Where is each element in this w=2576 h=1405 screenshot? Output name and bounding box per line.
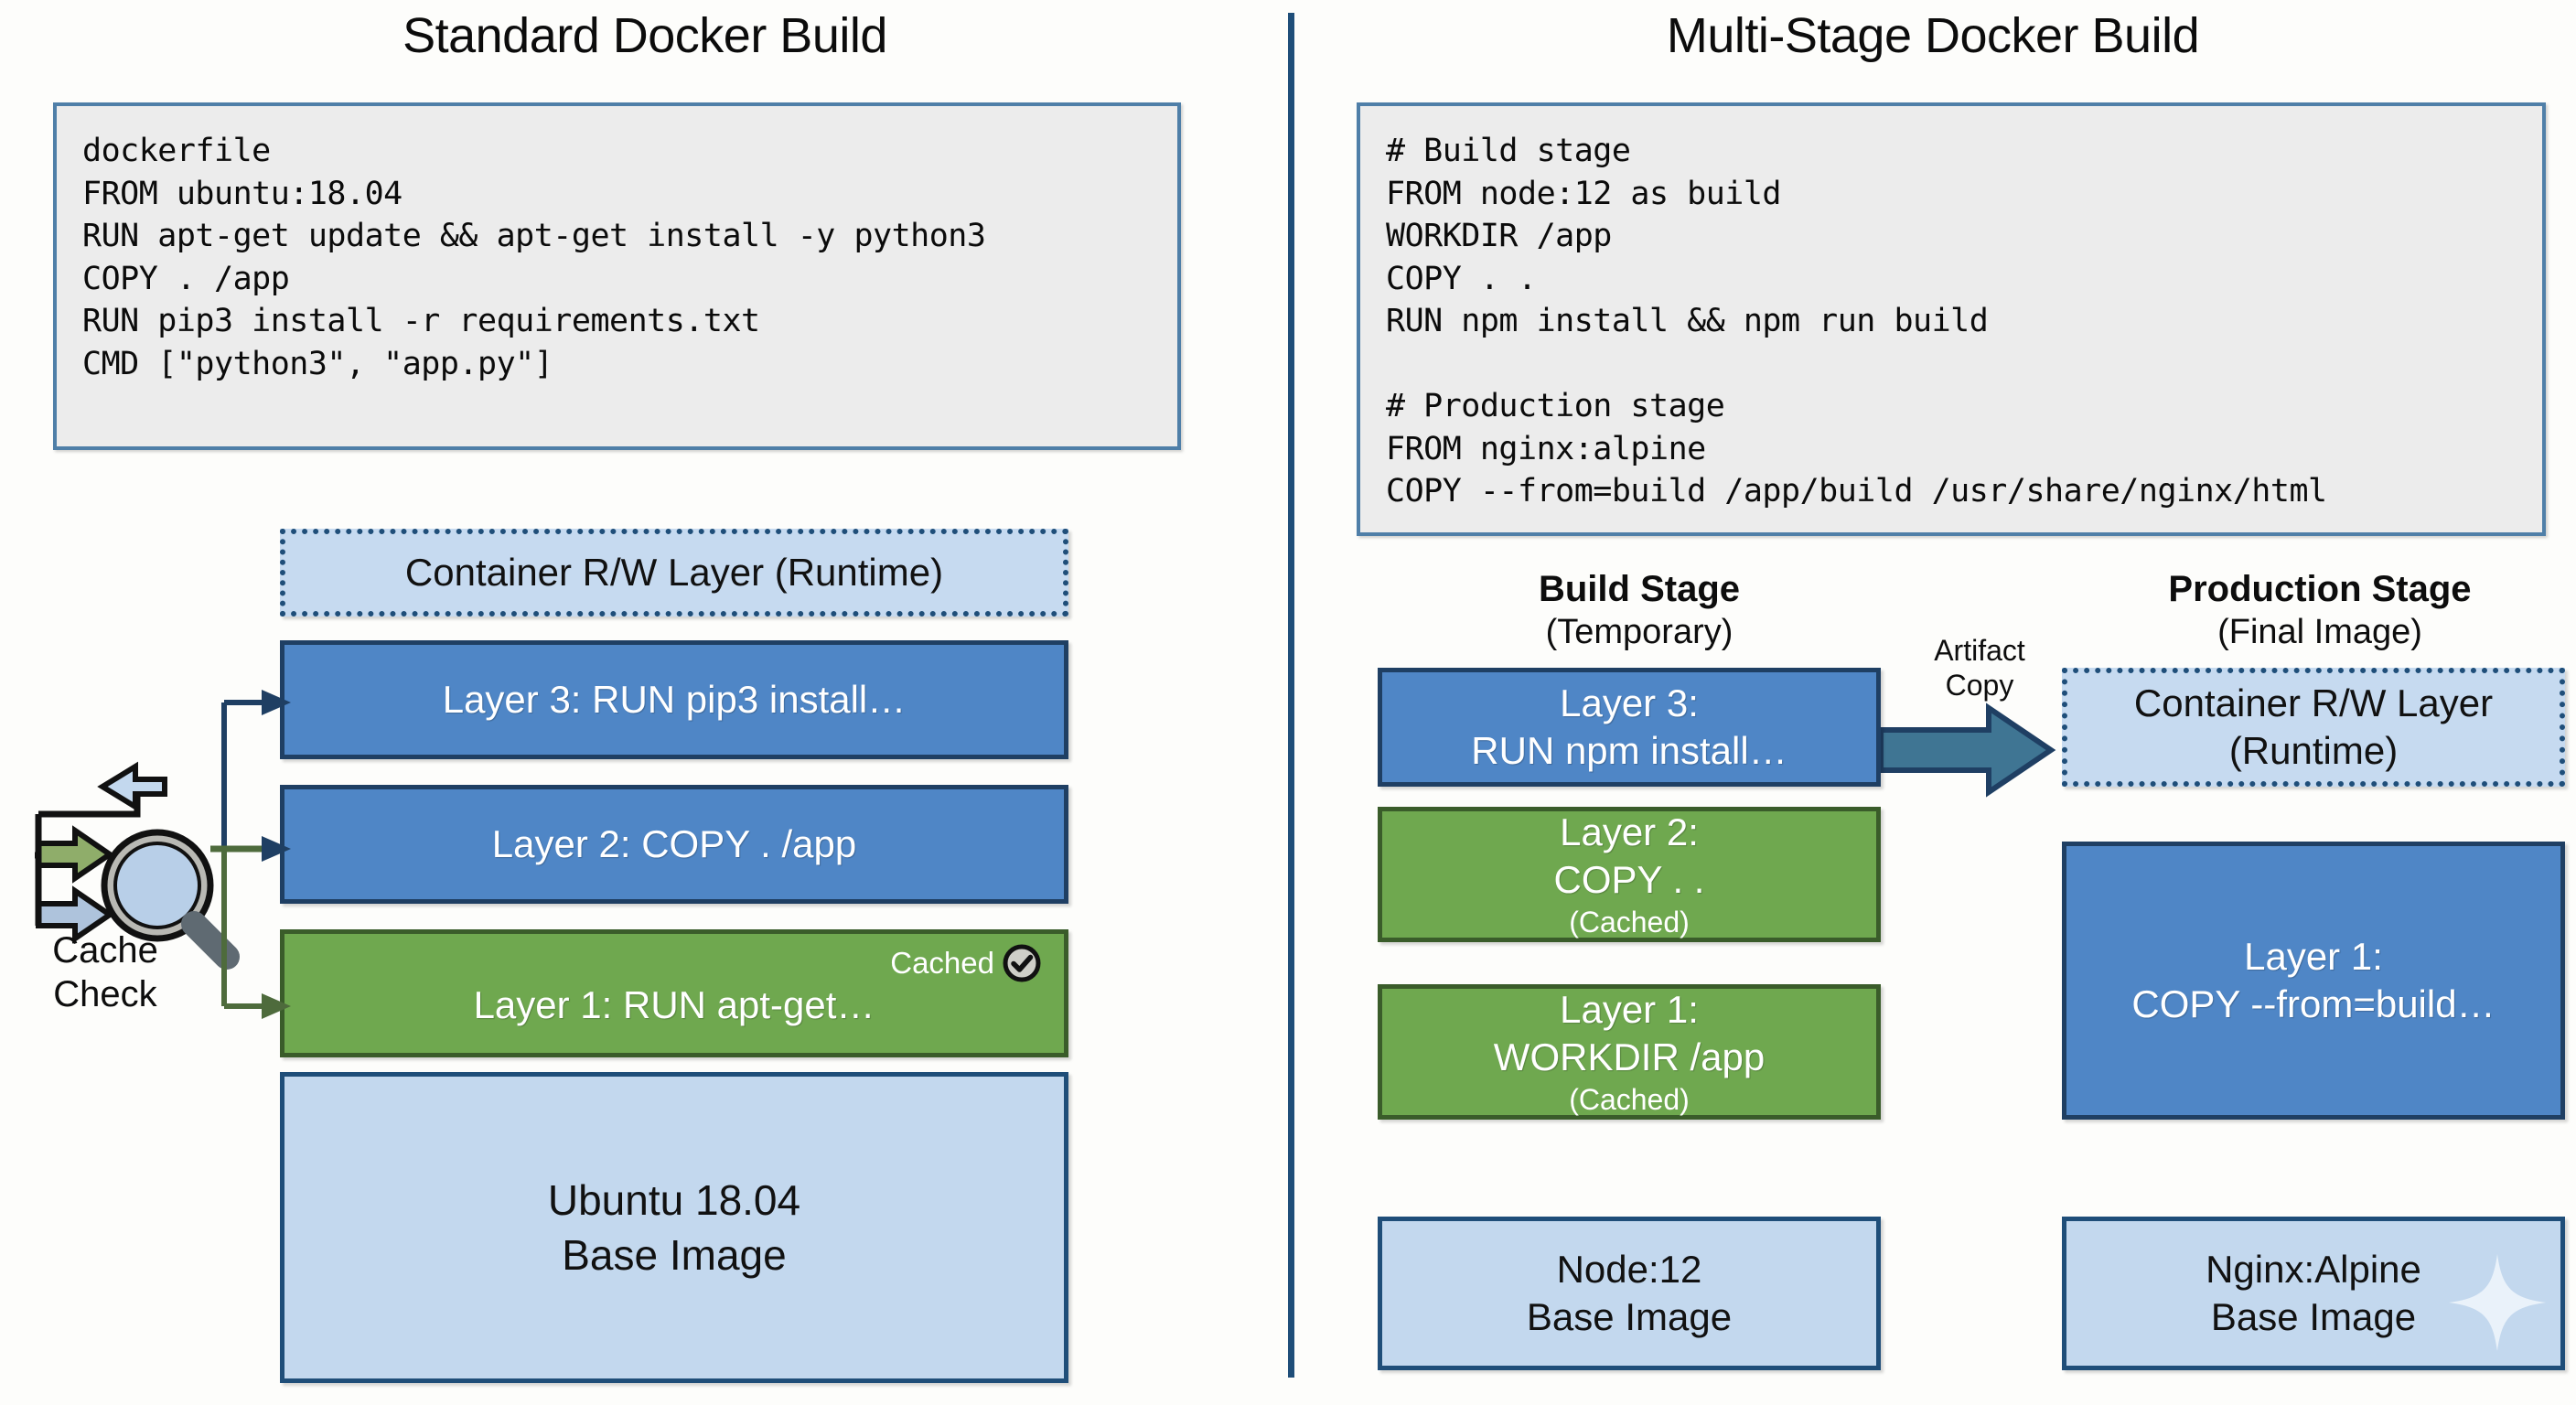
right-dockerfile-text: # Build stage FROM node:12 as build WORK… bbox=[1386, 133, 2327, 509]
panel-divider bbox=[1288, 13, 1294, 1378]
artifact-copy-label-line2: Copy bbox=[1945, 669, 2014, 702]
build-layer-2-detail: COPY . . bbox=[1553, 858, 1705, 901]
left-stack-base-image: Ubuntu 18.04 Base Image bbox=[280, 1072, 1068, 1383]
build-stage-layer-3: Layer 3: RUN npm install… bbox=[1378, 668, 1881, 787]
magnifier-loop-icon bbox=[35, 761, 240, 970]
artifact-copy-label-line1: Artifact bbox=[1934, 634, 2025, 667]
cache-miss-arrow-icon bbox=[36, 885, 115, 944]
cached-badge-label: Cached bbox=[890, 946, 994, 980]
prod-container-rw-detail: (Runtime) bbox=[2228, 729, 2399, 772]
left-dockerfile-codeblock: dockerfile FROM ubuntu:18.04 RUN apt-get… bbox=[53, 102, 1181, 450]
build-stage-layer-2: Layer 2: COPY . . (Cached) bbox=[1378, 807, 1881, 942]
left-layer-3-label: Layer 3: RUN pip3 install… bbox=[442, 678, 907, 721]
cache-hit-arrow-icon bbox=[36, 825, 115, 884]
production-stage-container-rw-layer: Container R/W Layer (Runtime) bbox=[2062, 668, 2565, 787]
left-stack-container-rw-layer: Container R/W Layer (Runtime) bbox=[280, 529, 1068, 617]
cache-check-caption: Cache Check bbox=[18, 928, 192, 1016]
left-container-rw-label: Container R/W Layer (Runtime) bbox=[404, 551, 944, 594]
build-layer-1-title: Layer 1: bbox=[1560, 988, 1699, 1031]
production-stage-base-image: Nginx:Alpine Base Image bbox=[2062, 1217, 2565, 1370]
check-circle-icon bbox=[1002, 943, 1042, 983]
left-dockerfile-text: dockerfile FROM ubuntu:18.04 RUN apt-get… bbox=[82, 133, 986, 382]
left-stack-layer-3: Layer 3: RUN pip3 install… bbox=[280, 640, 1068, 759]
build-stage-heading-sub: (Temporary) bbox=[1545, 613, 1733, 651]
prod-base-image-title: Nginx:Alpine bbox=[2206, 1248, 2421, 1291]
cached-badge: Cached bbox=[890, 943, 1042, 983]
production-stage-heading-title: Production Stage bbox=[2168, 569, 2472, 609]
cache-check-connectors bbox=[210, 690, 291, 1019]
left-panel-title: Standard Docker Build bbox=[402, 8, 887, 63]
build-stage-heading: Build Stage (Temporary) bbox=[1383, 567, 1895, 653]
build-base-image-detail: Base Image bbox=[1526, 1295, 1733, 1338]
left-stack-layer-1: Layer 1: RUN apt-get… Cached bbox=[280, 929, 1068, 1057]
right-dockerfile-codeblock: # Build stage FROM node:12 as build WORK… bbox=[1357, 102, 2546, 536]
prod-base-image-detail: Base Image bbox=[2210, 1295, 2417, 1338]
cache-check-caption-line1: Cache bbox=[52, 930, 158, 971]
build-stage-base-image: Node:12 Base Image bbox=[1378, 1217, 1881, 1370]
right-arrow-icon bbox=[1878, 702, 2056, 798]
prod-layer-1-detail: COPY --from=build… bbox=[2131, 982, 2496, 1025]
production-stage-heading-sub: (Final Image) bbox=[2217, 613, 2422, 651]
build-layer-1-note: (Cached) bbox=[1569, 1083, 1690, 1116]
build-stage-heading-title: Build Stage bbox=[1538, 569, 1741, 609]
build-layer-3-detail: RUN npm install… bbox=[1471, 729, 1787, 772]
cache-check-caption-line2: Check bbox=[53, 974, 157, 1014]
prod-container-rw-title: Container R/W Layer bbox=[2133, 681, 2494, 724]
build-layer-2-title: Layer 2: bbox=[1560, 810, 1699, 853]
artifact-copy-label: Artifact Copy bbox=[1906, 633, 2053, 702]
left-layer-2-label: Layer 2: COPY . /app bbox=[491, 822, 857, 865]
sparkle-icon bbox=[2449, 1254, 2546, 1351]
right-panel-title: Multi-Stage Docker Build bbox=[1666, 8, 2200, 63]
build-base-image-title: Node:12 bbox=[1556, 1248, 1702, 1291]
left-base-image-label-1: Ubuntu 18.04 bbox=[547, 1176, 801, 1224]
build-stage-layer-1: Layer 1: WORKDIR /app (Cached) bbox=[1378, 984, 1881, 1120]
return-arrow-icon bbox=[97, 761, 167, 812]
build-layer-2-note: (Cached) bbox=[1569, 906, 1690, 938]
production-stage-layer-1: Layer 1: COPY --from=build… bbox=[2062, 842, 2565, 1120]
left-layer-1-label: Layer 1: RUN apt-get… bbox=[473, 983, 875, 1026]
build-layer-1-detail: WORKDIR /app bbox=[1493, 1035, 1766, 1078]
prod-layer-1-title: Layer 1: bbox=[2244, 935, 2383, 978]
left-base-image-label-2: Base Image bbox=[562, 1231, 787, 1279]
production-stage-heading: Production Stage (Final Image) bbox=[2064, 567, 2576, 653]
build-layer-3-title: Layer 3: bbox=[1560, 681, 1699, 724]
cache-check-group: Cache Check bbox=[18, 759, 293, 1034]
left-stack-layer-2: Layer 2: COPY . /app bbox=[280, 785, 1068, 904]
